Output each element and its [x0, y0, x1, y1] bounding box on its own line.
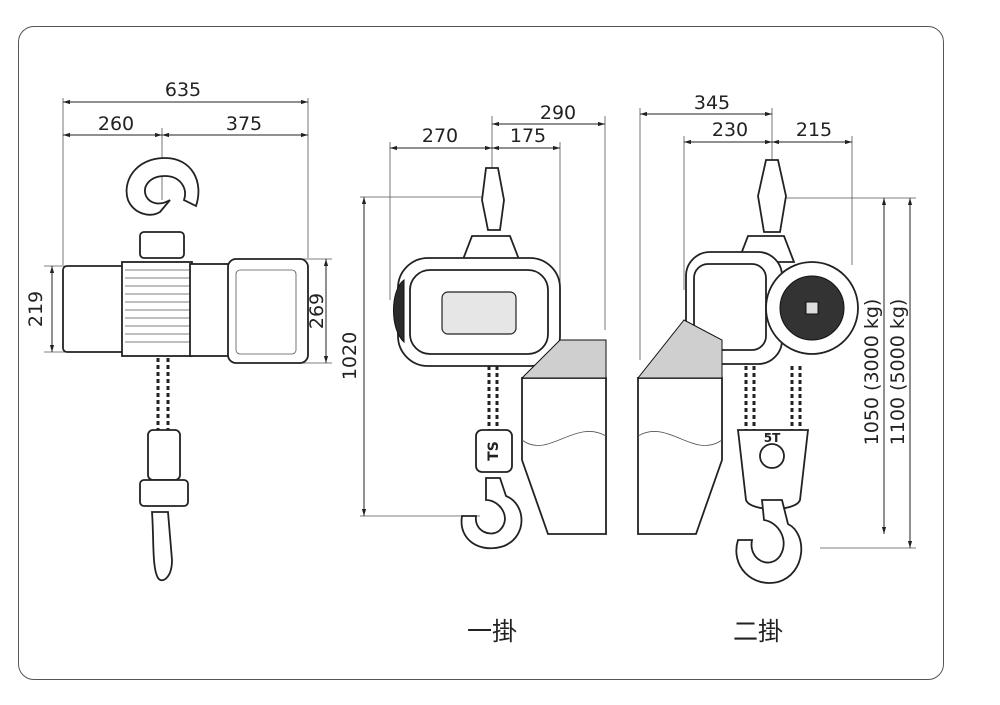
dim-345: 345 — [694, 92, 730, 114]
caption-double-fall: 二掛 — [733, 617, 783, 646]
bottom-block — [147, 429, 181, 481]
single-top-hook — [481, 167, 505, 231]
bottom-hook — [151, 511, 173, 582]
hook-mount — [139, 231, 185, 259]
double-bottom-hook — [735, 499, 803, 584]
caption-single-fall: 一掛 — [467, 617, 517, 646]
drawing-frame — [18, 26, 944, 680]
dim-290: 290 — [540, 102, 576, 124]
single-bottom-hook — [460, 477, 523, 550]
dim-270: 270 — [422, 125, 458, 147]
double-fall-view: 345 230 215 1050 (3000 kg) 1100 (5000 kg… — [636, 92, 916, 584]
dim-230: 230 — [712, 119, 748, 141]
dim-1050: 1050 (3000 kg) — [861, 299, 883, 446]
side-view: 635 260 375 219 269 — [25, 79, 332, 582]
chain-bucket-single — [521, 377, 607, 535]
chain-bucket-double — [637, 377, 723, 535]
dim-1020: 1020 — [339, 332, 361, 380]
dim-375: 375 — [226, 113, 262, 135]
motor-end-cap — [62, 265, 126, 353]
dim-635: 635 — [165, 79, 201, 101]
dim-269: 269 — [306, 293, 328, 329]
dim-260: 260 — [98, 113, 134, 135]
dim-219: 219 — [25, 291, 47, 327]
hook-block-marking-single: TS — [486, 441, 502, 461]
top-hook — [125, 157, 200, 216]
single-fall-view: 290 270 175 1020 TS — [339, 102, 607, 550]
control-box — [227, 258, 309, 364]
gearbox — [189, 263, 231, 357]
dim-215: 215 — [796, 119, 832, 141]
motor-fin-lines — [125, 269, 190, 343]
dim-175: 175 — [510, 125, 546, 147]
single-hook-block — [475, 429, 513, 473]
double-top-hook — [757, 159, 787, 233]
hook-block-marking-double: 5T — [764, 431, 781, 445]
dim-1100: 1100 (5000 kg) — [887, 299, 909, 446]
